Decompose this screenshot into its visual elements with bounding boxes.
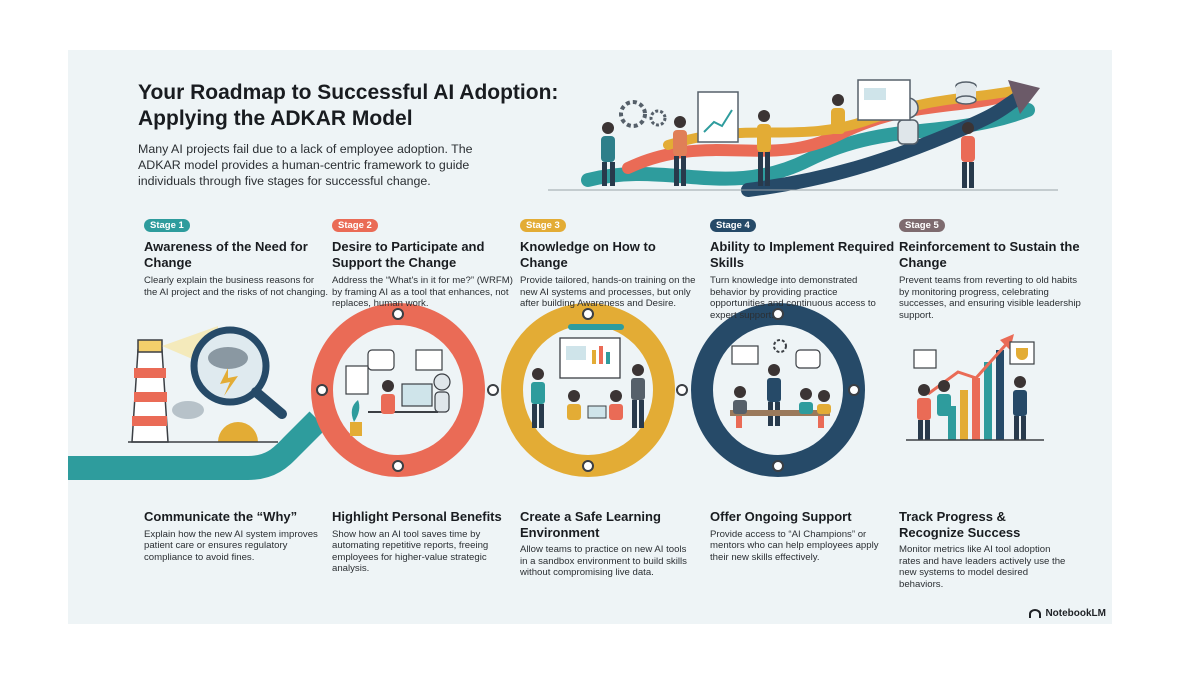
ring-node [582, 460, 594, 472]
action-description: Monitor metrics like AI tool adoption ra… [899, 544, 1066, 590]
lighthouse-storm-icon [128, 326, 287, 443]
action-heading: Communicate the “Why” [144, 509, 298, 524]
ring-node [676, 384, 688, 396]
stage-badge: Stage 2 [332, 219, 378, 232]
header-ribbons [548, 80, 1058, 197]
stage-2-action: Highlight Personal Benefits Show how an … [332, 509, 507, 575]
stage-1-action: Communicate the “Why” Explain how the ne… [144, 509, 319, 563]
worker-with-robot-icon [345, 349, 451, 436]
ring-node [392, 460, 404, 472]
stage-heading: Awareness of the Need for Change [144, 239, 308, 270]
ring-node [582, 308, 594, 320]
page-title: Your Roadmap to Successful AI Adoption: … [138, 81, 559, 130]
stage-5: Stage 5 Reinforcement to Sustain the Cha… [899, 215, 1084, 321]
adkar-flow-graphic [68, 79, 1058, 480]
stage-description: Provide tailored, hands-on training on t… [520, 275, 696, 310]
stage-badge: Stage 5 [899, 219, 945, 232]
ring-node [848, 384, 860, 396]
ring-node [772, 460, 784, 472]
stage-4-action: Offer Ongoing Support Provide access to … [710, 509, 885, 563]
header-document-icon [697, 91, 739, 143]
ring-node [392, 308, 404, 320]
ring-node [772, 308, 784, 320]
stage-description: Address the “What's in it for me?” (WRFM… [332, 275, 513, 310]
action-heading: Highlight Personal Benefits [332, 509, 502, 524]
notebooklm-logo-icon [1029, 608, 1042, 618]
action-description: Show how an AI tool saves time by automa… [332, 528, 489, 575]
stage-heading: Reinforcement to Sustain the Change [899, 239, 1080, 270]
header-gear-icon [619, 100, 667, 128]
team-meeting-icon [730, 339, 831, 428]
header-screen-icon [857, 79, 911, 121]
stage-badge: Stage 1 [144, 219, 190, 232]
growth-chart-trophy-icon [906, 334, 1044, 441]
stage-description: Turn knowledge into demonstrated behavio… [710, 275, 876, 321]
ring-node [487, 384, 499, 396]
stage-description: Clearly explain the business reasons for… [144, 275, 328, 298]
training-session-icon [531, 324, 645, 428]
intro-paragraph: Many AI projects fail due to a lack of e… [138, 142, 473, 188]
action-description: Allow teams to practice on new AI tools … [520, 544, 687, 579]
action-description: Explain how the new AI system improves p… [144, 528, 318, 563]
infographic-card: Your Roadmap to Successful AI Adoption: … [68, 50, 1112, 624]
stage-heading: Knowledge on How to Change [520, 239, 656, 270]
stage-2: Stage 2 Desire to Participate and Suppor… [332, 215, 517, 310]
stage-3: Stage 3 Knowledge on How to Change Provi… [520, 215, 705, 310]
action-heading: Create a Safe Learning Environment [520, 509, 661, 540]
brand-logo: NotebookLM [1029, 608, 1106, 619]
flow-ribbon [68, 411, 327, 480]
stage-badge: Stage 3 [520, 219, 566, 232]
stage-4: Stage 4 Ability to Implement Required Sk… [710, 215, 895, 321]
action-heading: Offer Ongoing Support [710, 509, 852, 524]
stage-heading: Ability to Implement Required Skills [710, 239, 895, 270]
stage-3-action: Create a Safe Learning Environment Allow… [520, 509, 695, 579]
stage-heading: Desire to Participate and Support the Ch… [332, 239, 485, 270]
header-people-icon [601, 94, 975, 188]
stage-2-ring [311, 303, 485, 477]
stage-badge: Stage 4 [710, 219, 756, 232]
action-heading: Track Progress & Recognize Success [899, 509, 1021, 540]
action-description: Provide access to “AI Champions” or ment… [710, 528, 879, 563]
stage-5-action: Track Progress & Recognize Success Monit… [899, 509, 1074, 590]
stage-description: Prevent teams from reverting to old habi… [899, 275, 1081, 321]
header-database-icon [955, 81, 977, 105]
stage-1: Stage 1 Awareness of the Need for Change… [144, 215, 329, 298]
brand-name: NotebookLM [1045, 608, 1106, 619]
ring-node [316, 384, 328, 396]
